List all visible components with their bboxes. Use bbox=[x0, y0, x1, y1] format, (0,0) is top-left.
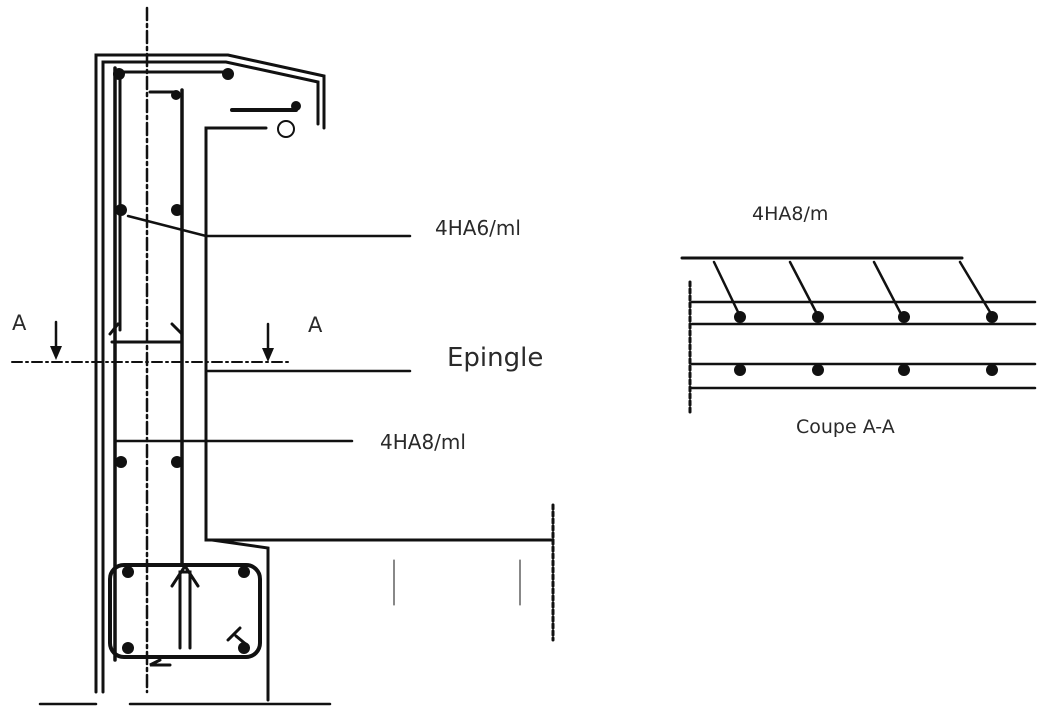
rebar-dot bbox=[986, 311, 998, 323]
rebar-dot bbox=[898, 364, 910, 376]
rebar-dot bbox=[115, 204, 127, 216]
rebar-dot bbox=[171, 204, 183, 216]
section-a-a: 4HA8/m Coupe A-A bbox=[680, 203, 1037, 438]
starter-bar bbox=[178, 570, 192, 650]
rebar-dot bbox=[734, 311, 746, 323]
wall-elevation: 4HA6/ml A A Epingle 4HA8/ml bbox=[11, 6, 555, 706]
label-4ha8: 4HA8/ml bbox=[380, 430, 466, 454]
leader-4ha6 bbox=[126, 214, 412, 238]
rebar-dot bbox=[986, 364, 998, 376]
footing-stirrup bbox=[108, 563, 262, 659]
rebar-dot bbox=[122, 566, 134, 578]
section-leader-tick bbox=[872, 260, 902, 314]
footing-edge bbox=[210, 538, 270, 702]
label-coupe-a-a: Coupe A-A bbox=[796, 416, 895, 438]
wall-inner-face bbox=[204, 126, 555, 542]
rebar-dot bbox=[898, 311, 910, 323]
section-leader-tick bbox=[788, 260, 818, 314]
section-leader-tick bbox=[712, 260, 740, 314]
label-epingle: Epingle bbox=[447, 343, 543, 373]
rebar-dot bbox=[115, 456, 127, 468]
slab-hole bbox=[277, 120, 295, 138]
starter-bar-head bbox=[170, 563, 200, 588]
epingle-hooks bbox=[108, 322, 184, 336]
footing-bottom-hook bbox=[149, 658, 172, 667]
section-leader-tick bbox=[958, 260, 992, 314]
rebar-dot bbox=[113, 68, 125, 80]
rebar-dot bbox=[812, 311, 824, 323]
section-arrow-right-head bbox=[262, 348, 274, 362]
wall-outer-outline-inner bbox=[101, 60, 320, 694]
rebar-dot bbox=[734, 364, 746, 376]
rebar-dot bbox=[238, 566, 250, 578]
rebar-dot bbox=[222, 68, 234, 80]
label-4ha6: 4HA6/ml bbox=[435, 216, 521, 240]
label-section-a-left: A bbox=[12, 311, 27, 335]
label-4ha8-m: 4HA8/m bbox=[752, 203, 828, 225]
footing-hook bbox=[226, 626, 250, 648]
label-section-a-right: A bbox=[308, 313, 323, 337]
slab-rebar-dot bbox=[291, 101, 301, 111]
wall-outer-outline bbox=[94, 53, 326, 694]
rebar-dot bbox=[171, 90, 181, 100]
rebar-dot bbox=[812, 364, 824, 376]
section-arrow-left-head bbox=[50, 346, 62, 360]
rebar-dot bbox=[122, 642, 134, 654]
rebar-dot bbox=[171, 456, 183, 468]
